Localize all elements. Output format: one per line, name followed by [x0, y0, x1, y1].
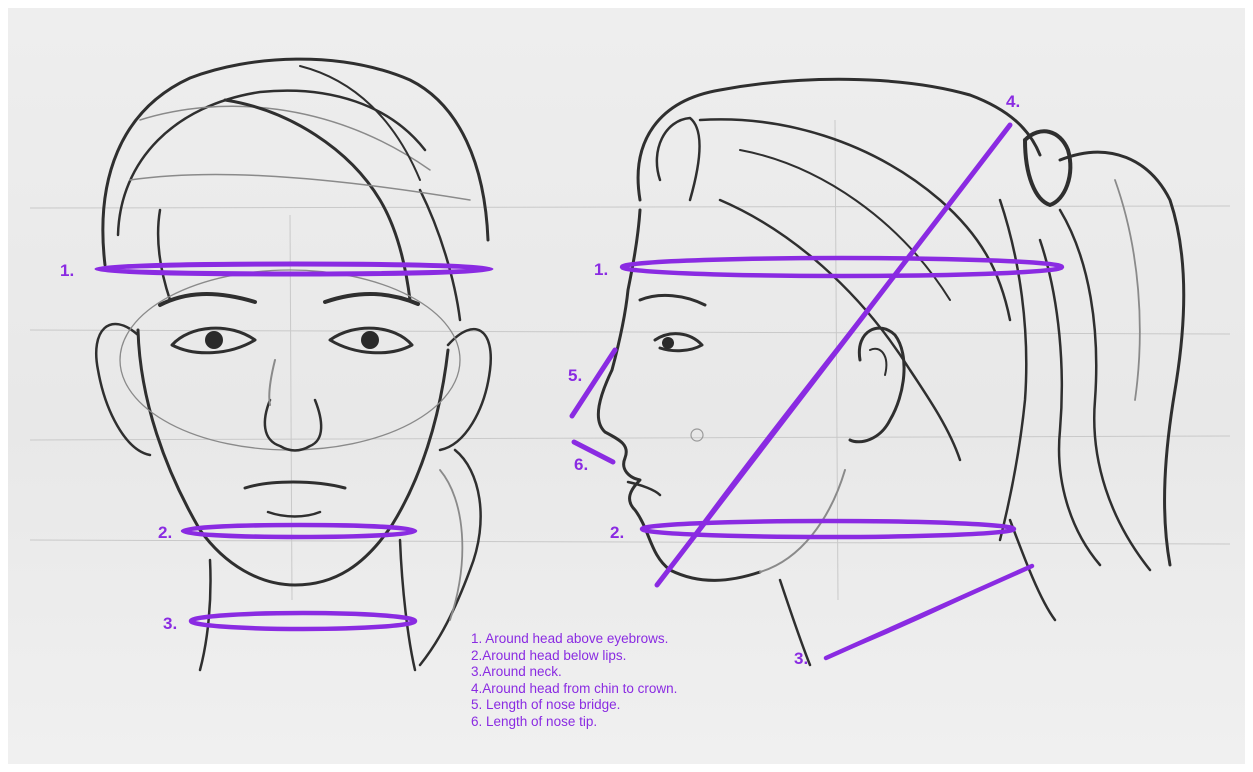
side-measure-1-ellipse	[622, 258, 1062, 276]
side-label-6: 6.	[574, 455, 588, 474]
legend-item-4: 4.Around head from chin to crown.	[471, 681, 791, 698]
front-view-measurements	[97, 264, 491, 629]
front-measure-2-ellipse	[183, 525, 415, 537]
legend-item-6: 6. Length of nose tip.	[471, 714, 791, 731]
side-label-2: 2.	[610, 523, 624, 542]
legend-item-2: 2.Around head below lips.	[471, 648, 791, 665]
front-measure-3-ellipse	[191, 613, 415, 629]
legend-item-3: 3.Around neck.	[471, 664, 791, 681]
side-label-3: 3.	[794, 649, 808, 668]
front-label-1: 1.	[60, 261, 74, 280]
legend-item-1: 1. Around head above eyebrows.	[471, 631, 791, 648]
legend-item-5: 5. Length of nose bridge.	[471, 697, 791, 714]
side-label-4: 4.	[1006, 92, 1020, 111]
side-label-5: 5.	[568, 366, 582, 385]
front-view-head	[96, 59, 491, 670]
front-label-3: 3.	[163, 614, 177, 633]
front-label-2: 2.	[158, 523, 172, 542]
front-measure-1-ellipse	[97, 264, 491, 274]
side-view-measurements	[572, 125, 1062, 658]
side-view-labels: 1. 2. 3. 4. 5. 6.	[568, 92, 1020, 668]
side-label-1: 1.	[594, 260, 608, 279]
side-view-head	[598, 79, 1183, 665]
measurement-legend: 1. Around head above eyebrows. 2.Around …	[471, 631, 791, 731]
